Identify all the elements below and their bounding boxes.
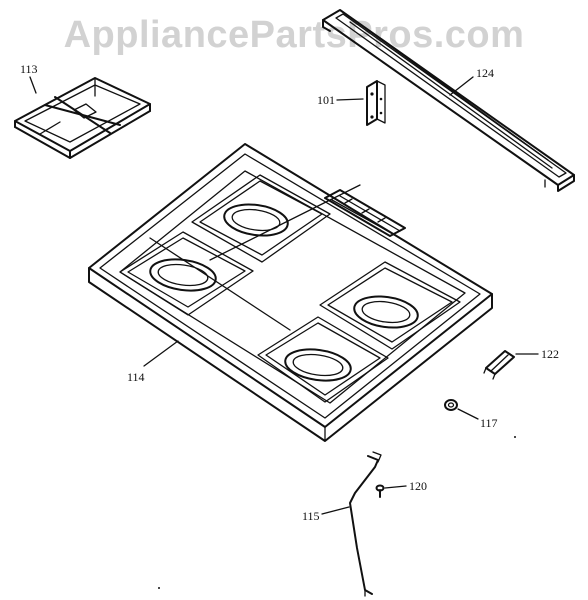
rear-trim-part[interactable] <box>322 9 575 192</box>
callout-122: 122 <box>541 347 559 361</box>
leader-lines <box>29 76 539 515</box>
callout-120: 120 <box>409 479 427 493</box>
callout-114: 114 <box>127 370 145 384</box>
stray-dot <box>158 587 160 589</box>
cooktop-part[interactable] <box>88 143 493 442</box>
support-rod-part[interactable] <box>349 451 382 597</box>
igniter-switch-part[interactable] <box>483 350 515 380</box>
watermark-text: AppliancePartsPros.com <box>63 14 525 56</box>
callout-115: 115 <box>302 509 320 523</box>
bracket-part[interactable] <box>366 80 386 126</box>
screw-part[interactable] <box>375 484 385 498</box>
callout-101: 101 <box>317 93 335 107</box>
callout-124: 124 <box>476 66 494 80</box>
burner-grate-part[interactable] <box>14 77 151 159</box>
stray-dot <box>514 436 516 438</box>
callout-113: 113 <box>20 62 38 76</box>
nut-part[interactable] <box>444 399 458 411</box>
callout-117: 117 <box>480 416 498 430</box>
